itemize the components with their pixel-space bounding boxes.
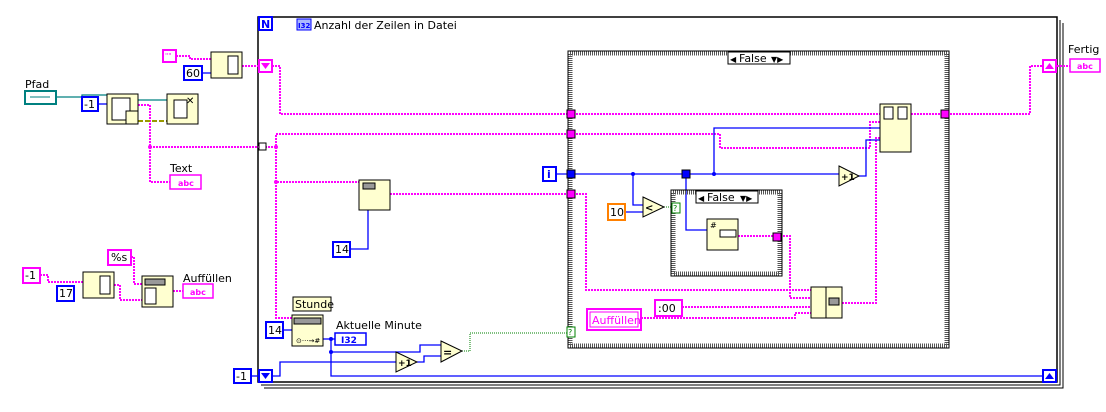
array-to-spreadsheet-string-node (141, 275, 174, 308)
svg-text:I32: I32 (298, 22, 310, 30)
constant-fill-string: Auffüllen (586, 308, 642, 331)
svg-text:%s: %s (111, 251, 127, 264)
shift-register-right-int (1042, 369, 1057, 383)
svg-text:abc: abc (1077, 62, 1093, 71)
fill-label: Auffüllen (183, 272, 232, 285)
open-read-file-node (106, 93, 139, 125)
outer-case-selector-terminal: ? (566, 326, 576, 338)
shift-register-left-string (258, 59, 273, 73)
svg-text:+1: +1 (398, 359, 412, 369)
svg-text:14: 14 (335, 243, 349, 256)
svg-text:✕: ✕ (186, 96, 194, 107)
iteration-terminal: i (542, 166, 557, 182)
row-count-label: Anzahl der Zeilen in Datei (314, 19, 457, 32)
svg-text:+1: +1 (841, 173, 855, 183)
svg-text:i: i (547, 168, 551, 181)
tunnels (258, 109, 950, 242)
constant-fourteen-hour: 14 (265, 321, 284, 339)
done-indicator[interactable]: abc (1069, 58, 1101, 73)
array-subset-node (358, 179, 391, 211)
svg-text:Auffüllen: Auffüllen (592, 314, 641, 327)
constant-colon-zero: :00 (654, 299, 683, 317)
hour-label: Stunde (292, 296, 334, 312)
svg-text:N: N (261, 18, 270, 31)
svg-text:60: 60 (186, 67, 200, 80)
svg-text:"": "" (165, 52, 171, 60)
path-label: Pfad (25, 78, 49, 91)
text-label: Text (169, 162, 193, 175)
constant-neg-one-string: -1 (22, 267, 41, 284)
svg-text:◀: ◀ (730, 55, 737, 64)
outer-case-selector: False (739, 52, 767, 65)
increment-node[interactable]: +1 (395, 351, 419, 373)
text-indicator[interactable]: abc (169, 174, 202, 190)
svg-text::00: :00 (658, 302, 676, 315)
initialize-array-node-2 (82, 271, 115, 299)
svg-text:I32: I32 (341, 336, 357, 346)
constant-neg-one-int: -1 (233, 368, 252, 384)
for-loop[interactable] (257, 16, 1064, 389)
number-to-decimal-string-node: # (706, 218, 739, 251)
svg-text:?: ? (673, 204, 677, 213)
constant-empty-string: "" (162, 49, 177, 63)
initialize-array-node (210, 51, 243, 79)
constant-fourteen: 14 (332, 241, 351, 258)
less-than-node[interactable]: < (642, 196, 666, 218)
svg-text:Stunde: Stunde (295, 298, 334, 311)
svg-text:⊙···→#: ⊙···→# (296, 337, 320, 345)
svg-text:-1: -1 (25, 269, 36, 282)
svg-text:▼▶: ▼▶ (771, 55, 784, 64)
boolean-wire (462, 332, 568, 352)
close-file-node: ✕ (166, 93, 199, 125)
inner-case-selector: False (707, 191, 735, 204)
row-count-indicator[interactable]: I32 (296, 18, 312, 31)
shift-register-left-int (258, 369, 273, 383)
svg-text:abc: abc (190, 288, 206, 297)
svg-text:?: ? (568, 328, 572, 337)
svg-text:abc: abc (178, 179, 194, 188)
loop-count-terminal: N (258, 16, 273, 31)
constant-format-string: %s (107, 249, 132, 266)
concatenate-strings-node (810, 286, 843, 319)
shift-register-right-string (1042, 59, 1057, 73)
constant-ten: 10 (607, 203, 626, 221)
path-control[interactable] (24, 90, 57, 105)
svg-text:<: < (645, 203, 653, 214)
replace-array-subset-node (879, 103, 912, 153)
current-minute-indicator[interactable]: I32 (334, 332, 367, 346)
increment-node-2[interactable]: +1 (838, 165, 861, 187)
equal-node[interactable]: = (440, 340, 464, 363)
wire-junctions (329, 172, 716, 354)
svg-text:=: = (443, 346, 452, 359)
string-junctions (148, 145, 278, 184)
string-wires (40, 55, 1070, 319)
outer-case-structure[interactable]: ◀ False ▼▶ (567, 50, 950, 349)
svg-text:-1: -1 (84, 98, 95, 111)
constant-seventeen: 17 (56, 285, 75, 302)
done-label: Fertig (1068, 43, 1099, 56)
constant-sixty: 60 (183, 65, 203, 81)
svg-text:17: 17 (59, 287, 73, 300)
constant-neg-one-path: -1 (81, 96, 99, 112)
svg-text:10: 10 (610, 206, 624, 219)
svg-text:◀: ◀ (698, 194, 705, 203)
inner-case-selector-terminal: ? (671, 202, 681, 214)
svg-text:#: # (710, 221, 717, 230)
fill-indicator[interactable]: abc (182, 283, 214, 299)
svg-text:▼▶: ▼▶ (740, 194, 753, 203)
integer-wires (98, 72, 1043, 377)
svg-text:14: 14 (268, 324, 282, 337)
svg-text:-1: -1 (236, 370, 247, 383)
scan-from-string-node: ⊙···→# (291, 314, 324, 347)
current-minute-label: Aktuelle Minute (336, 319, 422, 332)
